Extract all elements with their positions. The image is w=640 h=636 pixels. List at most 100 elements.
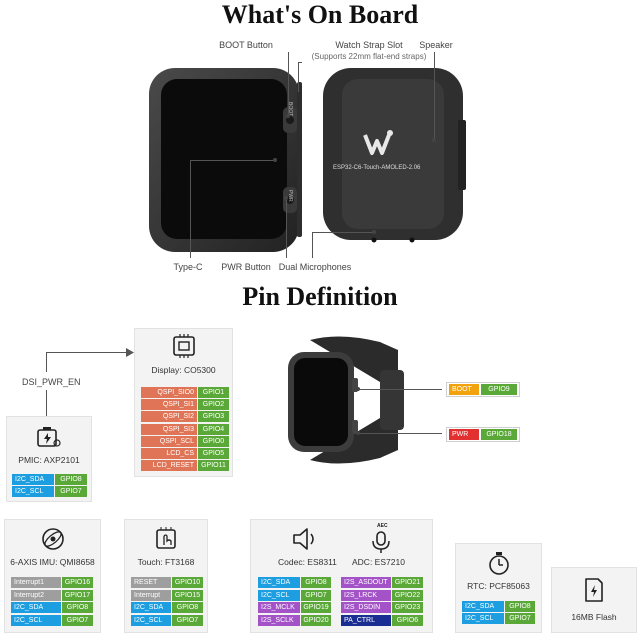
pwr-pin-tag: PWR GPIO18: [446, 427, 520, 442]
boot-pin-tag: BOOT GPIO9: [446, 382, 520, 397]
flash-card-icon: [585, 578, 603, 602]
mic-callout-line-1: [312, 232, 313, 258]
pin-gpio: GPIO15: [172, 589, 203, 601]
imu-name: 6-AXIS IMU: QMI8658: [10, 557, 95, 567]
pin-gpio: GPIO7: [301, 589, 331, 601]
pin-label: I2C_SCL: [258, 589, 300, 601]
speaker-icon: [293, 528, 314, 550]
pin-label: I2C_SDA: [462, 601, 504, 612]
pin-label: Interrupt: [131, 589, 171, 601]
watch-with-strap-image: [288, 336, 404, 464]
pin-label: QSPI_SCL: [141, 435, 197, 447]
pin-label: I2C_SCL: [462, 613, 504, 624]
pin-gpio: GPIO8: [301, 577, 331, 588]
device-back-image: [323, 68, 466, 243]
pin-label: I2C_SCL: [12, 486, 54, 497]
typec-callout-dot: [273, 158, 277, 162]
pwr-pin-dot: [356, 431, 360, 435]
pin-gpio: GPIO4: [198, 423, 229, 435]
device-model-text: ESP32-C6-Touch-AMOLED-2.06: [333, 165, 421, 171]
pin-gpio: GPIO8: [505, 601, 535, 612]
pin-gpio: GPIO8: [62, 602, 93, 613]
strap-slot-label: Watch Strap Slot: [335, 40, 403, 50]
boot-pin-line: [358, 389, 442, 390]
pin-label: LCD_CS: [141, 448, 197, 459]
pin-gpio: GPIO1: [198, 387, 229, 398]
pin-label: RESET: [131, 577, 171, 588]
dsi-line-left-top: [46, 352, 47, 372]
pwr-button-label: PWR Button: [221, 262, 271, 272]
dsi-arrow-icon: [126, 348, 134, 357]
pin-definition-title: Pin Definition: [242, 282, 398, 311]
dsi-line-left-bottom: [46, 390, 47, 416]
stopwatch-icon: [488, 552, 509, 575]
pin-gpio: GPIO7: [62, 614, 93, 626]
pin-label: I2C_SDA: [12, 474, 54, 485]
microphone-icon: [372, 531, 390, 553]
boot-pin-label: BOOT: [449, 384, 479, 395]
speaker-callout-line: [434, 52, 435, 140]
pin-gpio: GPIO2: [198, 399, 229, 411]
pin-gpio: GPIO7: [172, 614, 203, 626]
pin-gpio: GPIO23: [392, 602, 423, 613]
pin-label: I2S_SCLK: [258, 614, 300, 626]
pmic-name: PMIC: AXP2101: [18, 455, 80, 465]
boot-button-label: BOOT Button: [219, 40, 273, 50]
pin-label: I2C_SCL: [131, 614, 171, 626]
boot-pin-gpio: GPIO9: [481, 384, 517, 395]
battery-icon: [37, 427, 61, 447]
pin-gpio: GPIO21: [392, 577, 423, 588]
pin-label: LCD_RESET: [141, 460, 197, 472]
speaker-label: Speaker: [419, 40, 453, 50]
pin-gpio: GPIO5: [198, 448, 229, 459]
pin-label: I2S_ASDOUT: [341, 577, 391, 588]
pin-gpio: GPIO6: [392, 614, 423, 626]
gyroscope-icon: [41, 528, 64, 550]
pin-label: I2C_SDA: [131, 602, 171, 613]
pin-label: I2C_SCL: [11, 614, 61, 626]
pin-gpio: GPIO0: [198, 435, 229, 447]
pin-gpio: GPIO17: [62, 589, 93, 601]
flash-name: 16MB Flash: [571, 612, 617, 622]
pin-label: Interrupt1: [11, 577, 61, 588]
typec-label: Type-C: [173, 262, 203, 272]
pin-gpio: GPIO22: [392, 589, 423, 601]
rtc-name: RTC: PCF85063: [467, 581, 530, 591]
boot-callout-dot: [286, 114, 290, 118]
pin-gpio: GPIO10: [172, 577, 203, 588]
dsi-pwr-en-label: DSI_PWR_EN: [22, 377, 81, 387]
pwr-callout-line: [286, 198, 287, 258]
pin-label: I2S_LRCK: [341, 589, 391, 601]
aec-label: AEC: [377, 523, 388, 529]
pin-gpio: GPIO7: [505, 613, 535, 624]
pin-gpio: GPIO3: [198, 411, 229, 423]
pwr-callout-dot: [284, 196, 288, 200]
speaker-callout-dot: [432, 138, 436, 142]
pin-label: Interrupt2: [11, 589, 61, 601]
